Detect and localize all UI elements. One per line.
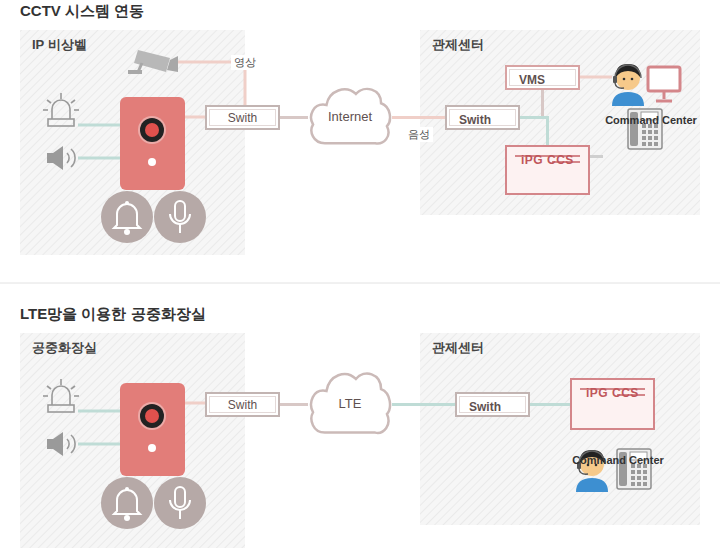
- network-link: [530, 403, 570, 406]
- hatched-panel-part: [20, 333, 245, 548]
- operator-icon-part: [656, 100, 672, 103]
- phone-key: [631, 470, 635, 474]
- server-box: iPG CCS: [505, 145, 590, 195]
- switch-box: Swith: [445, 105, 520, 130]
- switch-box: Swith: [205, 392, 280, 417]
- network-link: [392, 403, 455, 406]
- network-cloud: LTE: [308, 366, 392, 440]
- switch-box: VMS: [505, 65, 580, 90]
- network-link: [280, 116, 308, 119]
- node-label: Swith: [228, 111, 257, 125]
- phone-key: [643, 482, 647, 486]
- region-heading: 공중화장실: [32, 339, 97, 357]
- section-heading: LTE망을 이용한 공중화장실: [20, 305, 206, 324]
- region-heading: IP 비상벨: [32, 36, 87, 54]
- hatched-panel: [20, 30, 700, 548]
- node-label: Command Center: [570, 454, 666, 506]
- cloud-outline: [311, 374, 390, 433]
- network-link: [520, 118, 548, 146]
- signal-label: 영상: [231, 55, 259, 70]
- node-label: Swith: [459, 113, 491, 127]
- network-link: [280, 403, 308, 406]
- phone-key: [648, 142, 652, 146]
- phone-key: [648, 130, 652, 134]
- camera-icon-part: [134, 50, 170, 72]
- region-heading: 관제센터: [432, 36, 484, 54]
- operator-icon-part: [612, 64, 644, 106]
- network-link: [392, 116, 445, 119]
- phone-key: [631, 476, 635, 480]
- phone-key: [654, 130, 658, 134]
- network-cloud: Internet: [308, 82, 392, 150]
- region-panel: 공중화장실: [20, 333, 245, 548]
- region-panel: 관제센터 Swith VMS iPG CCS Command Center: [420, 30, 700, 215]
- node-label: Swith: [228, 398, 257, 412]
- hatched-panel-part: [20, 30, 245, 255]
- node-label: Internet: [328, 109, 372, 124]
- node-label: iPG CCS: [586, 386, 639, 422]
- camera-icon-part: [167, 56, 178, 72]
- node-label: iPG CCS: [521, 153, 574, 187]
- emergency-bell-device-part: [43, 379, 206, 529]
- camera-icon: [128, 50, 245, 105]
- cloud-outline: [311, 89, 390, 143]
- network-link: [590, 155, 603, 158]
- phone-key: [643, 470, 647, 474]
- operator-icon-part: [648, 67, 680, 91]
- phone-key: [642, 142, 646, 146]
- camera-icon-part: [128, 70, 142, 74]
- phone-key: [631, 482, 635, 486]
- operator-icon-part: [663, 91, 666, 99]
- region-panel: IP 비상벨: [20, 30, 245, 255]
- hatched-panel-part: [420, 333, 700, 525]
- phone-key: [642, 130, 646, 134]
- switch-box: Swith: [455, 392, 530, 417]
- section-divider: [0, 283, 720, 284]
- link-label: 음성: [405, 127, 433, 142]
- phone-key: [637, 482, 641, 486]
- node-label: Swith: [469, 400, 501, 414]
- node-label: LTE: [339, 396, 362, 411]
- hatched-panel-part: [420, 30, 700, 215]
- phone-key: [654, 142, 658, 146]
- emergency-bell-device-part: [43, 93, 206, 243]
- server-box: iPG CCS: [570, 378, 655, 430]
- network-link: [520, 90, 543, 118]
- node-label: VMS: [519, 73, 545, 87]
- phone-key: [637, 476, 641, 480]
- phone-key: [642, 136, 646, 140]
- region-panel: 관제센터 Swith iPG CCS Command Center: [420, 333, 700, 525]
- phone-key: [637, 470, 641, 474]
- phone-key: [643, 476, 647, 480]
- phone-key: [654, 136, 658, 140]
- diagram-title: CCTV 시스템 연동: [20, 2, 144, 21]
- phone-key: [648, 136, 652, 140]
- operator-icon-part: [580, 76, 612, 79]
- phone-terminal: Command Center: [603, 108, 699, 168]
- switch-box: Swith: [205, 105, 280, 130]
- phone-terminal: Command Center: [570, 448, 666, 506]
- region-heading: 관제센터: [432, 339, 484, 357]
- node-label: Command Center: [603, 114, 699, 168]
